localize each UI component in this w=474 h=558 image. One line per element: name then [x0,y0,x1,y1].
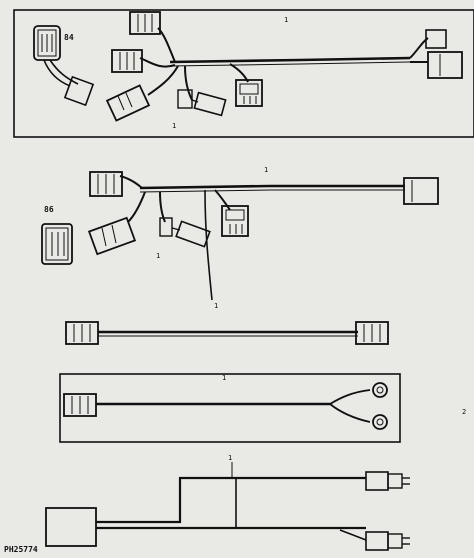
panel-middle-harness: 86 1 1 1 [41,166,439,310]
mid-connector-lower-left [87,216,137,256]
top-center-relay [235,79,263,107]
bottom-harness-main [96,476,366,524]
top-mid-connector [129,11,161,35]
mid-connector-86 [41,223,73,265]
bottom-box-component [45,507,97,547]
callout-1-bottom-harness: 1 [228,454,232,462]
framed-left-connector [63,393,97,417]
panel-framed-frame [59,373,401,443]
bottom-connector-upper [365,471,410,491]
mid-connector-upper-left [89,171,123,197]
callout-1-top-harness: 1 [284,16,288,24]
callout-1-lower-harness: 1 [222,374,226,382]
callout-1-mid-down: 1 [214,302,218,310]
callout-1-mid-branch: 1 [156,252,160,260]
mid-fuse-cluster [159,217,211,248]
panel-top-frame [13,9,474,138]
panel-framed-harness: 1 [59,373,401,443]
drawing-id: PH25774 [4,545,38,554]
panel-top-harness: 84 [13,9,474,138]
top-main-trunk [169,56,411,64]
callout-86: 86 [44,205,54,214]
top-left-connector-b [111,49,143,73]
callout-2-right-edge: 2 [462,408,466,416]
callout-1-mid-harness: 1 [264,166,268,174]
mid-down-branch [204,189,213,301]
simple-left-connector [65,321,99,345]
simple-right-connector [355,321,389,345]
mid-relay [221,205,249,237]
callout-84-top: 84 [64,33,74,42]
mid-main-trunk [139,184,405,190]
top-connector-84 [33,25,95,107]
top-left-connector-c [105,84,151,122]
top-fuse-cluster [177,89,227,117]
panel-bottom-harness: 1 [45,454,410,551]
bottom-connector-lower [365,531,410,551]
top-right-end-connector [425,29,463,79]
mid-right-end-connector [403,177,439,205]
ring-terminal-lower [372,414,388,430]
ring-terminal-upper [372,382,388,398]
callout-1-top-branch: 1 [172,122,176,130]
panel-simple-harness [65,321,389,345]
